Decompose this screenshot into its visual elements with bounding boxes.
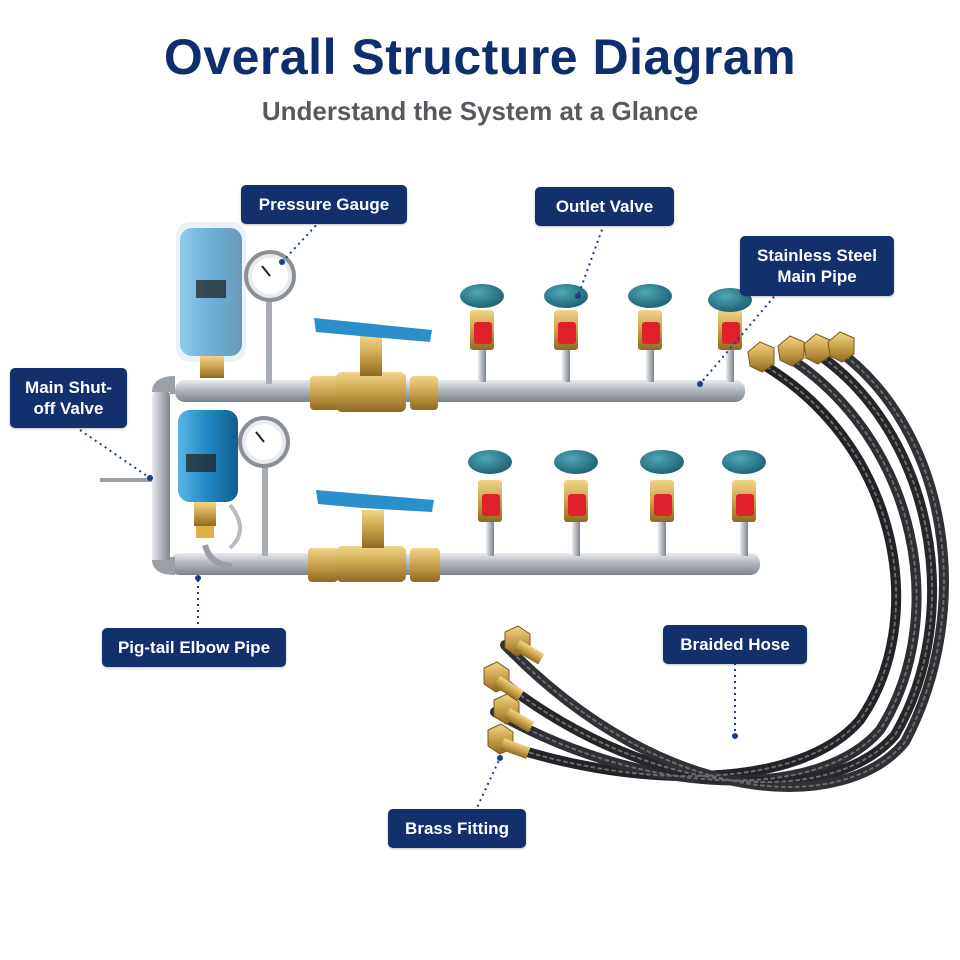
bottom-regulator bbox=[178, 410, 238, 538]
top-regulator bbox=[176, 222, 246, 378]
outlet-valves-bottom bbox=[468, 450, 766, 556]
outlet-valve-bottom-4 bbox=[722, 450, 766, 556]
leader-lines bbox=[79, 220, 779, 813]
label-main-shutoff-valve: Main Shut- off Valve bbox=[10, 368, 127, 428]
label-brass-fitting: Brass Fitting bbox=[388, 809, 526, 848]
braided-hoses bbox=[490, 343, 949, 792]
shutoff-valve-bottom bbox=[308, 490, 440, 582]
leader-brass-fitting bbox=[474, 757, 501, 813]
label-outlet-valve: Outlet Valve bbox=[535, 187, 674, 226]
outlet-valve-top-3 bbox=[628, 284, 672, 382]
leader-dots bbox=[147, 259, 738, 761]
outlet-valve-bottom-2 bbox=[554, 450, 598, 556]
outlet-valve-bottom-3 bbox=[640, 450, 684, 556]
outlet-valve-top-4 bbox=[708, 288, 752, 382]
leader-main-pipe bbox=[699, 291, 779, 385]
page-title: Overall Structure Diagram bbox=[163, 29, 797, 85]
outlet-valve-top-2 bbox=[544, 284, 588, 382]
hose-top-fittings bbox=[747, 331, 855, 373]
label-pressure-gauge: Pressure Gauge bbox=[241, 185, 407, 224]
pressure-gauge-bottom bbox=[238, 416, 290, 556]
shutoff-valve-top bbox=[310, 318, 438, 412]
label-braided-hose: Braided Hose bbox=[663, 625, 807, 664]
pressure-gauge-top bbox=[244, 250, 296, 384]
leader-pressure-gauge bbox=[281, 220, 321, 263]
brass-fittings bbox=[483, 625, 545, 759]
outlet-valve-bottom-1 bbox=[468, 450, 512, 556]
leader-outlet-valve bbox=[577, 223, 605, 297]
leader-shutoff-valve bbox=[79, 429, 151, 479]
label-pigtail-elbow-pipe: Pig-tail Elbow Pipe bbox=[102, 628, 286, 667]
outlet-valve-top-1 bbox=[460, 284, 504, 382]
page-subtitle: Understand the System at a Glance bbox=[261, 96, 699, 126]
outlet-valves-top bbox=[460, 284, 752, 382]
label-stainless-main-pipe: Stainless Steel Main Pipe bbox=[740, 236, 894, 296]
